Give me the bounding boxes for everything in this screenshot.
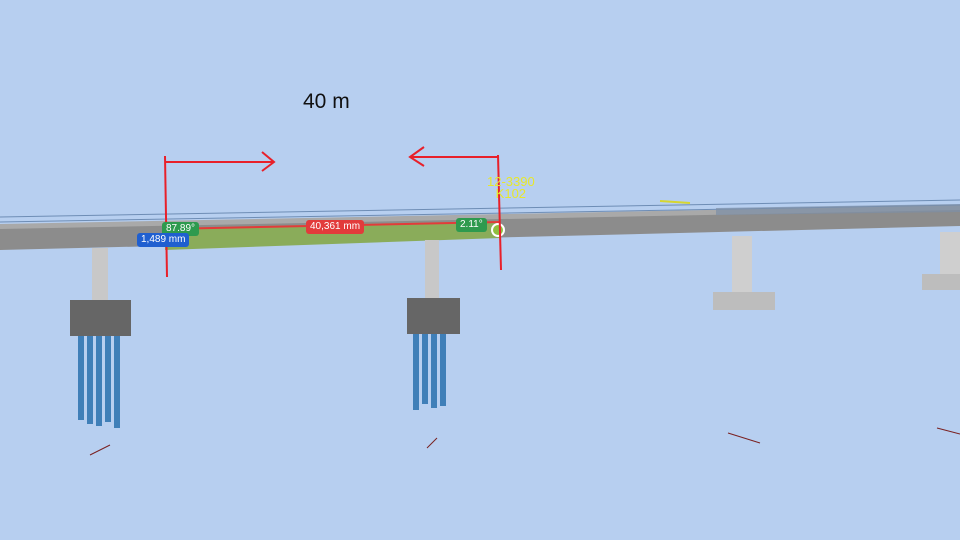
angle-end-label: 2.11° — [456, 218, 487, 232]
markup-annotations — [164, 146, 502, 278]
pier-2 — [407, 240, 460, 410]
measurement-endpoint[interactable] — [491, 223, 505, 237]
element-tag-id: 12-3390 — [487, 174, 535, 189]
length-label: 40,361 mm — [306, 220, 365, 234]
element-tag: 12-3390 K102 — [487, 174, 535, 201]
pier-1 — [70, 248, 131, 428]
height-offset-label: 1,489 mm — [137, 233, 190, 247]
angle-start-label: 87.89° — [162, 222, 200, 236]
element-tag-code: K102 — [495, 186, 527, 201]
pier-4 — [922, 232, 960, 290]
pier-3 — [713, 236, 775, 310]
markup-distance-text: 40 m — [303, 90, 350, 113]
survey-markers — [89, 427, 960, 456]
